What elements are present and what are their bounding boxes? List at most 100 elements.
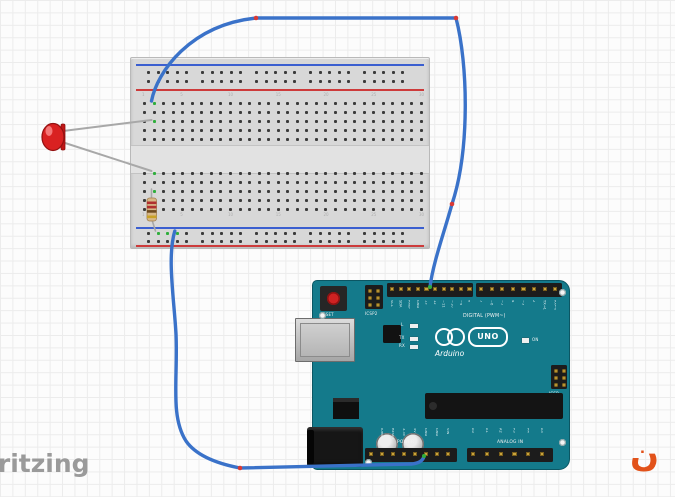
- header-pin[interactable]: [441, 287, 446, 292]
- breadboard-hole[interactable]: [210, 232, 214, 235]
- breadboard-hole[interactable]: [305, 102, 309, 105]
- breadboard-hole[interactable]: [318, 71, 322, 74]
- header-pin[interactable]: [407, 287, 412, 292]
- breadboard-hole[interactable]: [264, 240, 268, 243]
- breadboard-hole[interactable]: [391, 172, 395, 175]
- breadboard-hole[interactable]: [343, 102, 347, 105]
- breadboard-hole[interactable]: [295, 120, 299, 123]
- breadboard-hole[interactable]: [362, 120, 366, 123]
- breadboard-hole[interactable]: [162, 129, 166, 132]
- icsp-pin[interactable]: [562, 369, 566, 373]
- breadboard-hole[interactable]: [143, 172, 146, 175]
- breadboard-hole[interactable]: [248, 129, 252, 132]
- breadboard-hole[interactable]: [201, 71, 204, 74]
- breadboard-hole[interactable]: [363, 240, 366, 243]
- breadboard-hole[interactable]: [152, 181, 156, 184]
- header-pin[interactable]: [526, 452, 531, 457]
- breadboard-hole[interactable]: [162, 199, 166, 202]
- header-pin[interactable]: [380, 452, 385, 457]
- breadboard-hole[interactable]: [152, 120, 156, 123]
- breadboard-hole[interactable]: [152, 138, 156, 141]
- breadboard-hole[interactable]: [264, 71, 268, 74]
- breadboard-hole[interactable]: [314, 208, 318, 211]
- breadboard-hole[interactable]: [228, 172, 232, 175]
- breadboard-hole[interactable]: [255, 80, 258, 83]
- breadboard-hole[interactable]: [334, 138, 337, 141]
- breadboard-hole[interactable]: [347, 240, 351, 243]
- breadboard-hole[interactable]: [381, 181, 385, 184]
- breadboard-hole[interactable]: [324, 120, 328, 123]
- breadboard-hole[interactable]: [171, 102, 175, 105]
- breadboard-hole[interactable]: [391, 71, 395, 74]
- breadboard-hole[interactable]: [248, 199, 252, 202]
- breadboard-hole[interactable]: [267, 138, 271, 141]
- breadboard-hole[interactable]: [305, 190, 309, 193]
- breadboard-hole[interactable]: [185, 80, 189, 83]
- breadboard-hole[interactable]: [181, 138, 185, 141]
- breadboard-hole[interactable]: [286, 181, 290, 184]
- breadboard-hole[interactable]: [152, 111, 156, 114]
- breadboard-hole[interactable]: [295, 190, 299, 193]
- breadboard-hole[interactable]: [372, 129, 376, 132]
- breadboard-hole[interactable]: [382, 80, 386, 83]
- breadboard-hole[interactable]: [238, 111, 242, 114]
- breadboard-hole[interactable]: [353, 120, 357, 123]
- breadboard-hole[interactable]: [219, 129, 223, 132]
- breadboard-hole[interactable]: [190, 120, 194, 123]
- breadboard-hole[interactable]: [156, 71, 160, 74]
- breadboard-hole[interactable]: [305, 129, 309, 132]
- header-pin[interactable]: [498, 452, 503, 457]
- breadboard-hole[interactable]: [362, 111, 366, 114]
- breadboard-hole[interactable]: [305, 111, 309, 114]
- breadboard-hole[interactable]: [372, 80, 376, 83]
- header-pin[interactable]: [446, 452, 451, 457]
- breadboard-hole[interactable]: [286, 111, 290, 114]
- breadboard-hole[interactable]: [200, 102, 204, 105]
- breadboard-hole[interactable]: [337, 80, 341, 83]
- header-pin[interactable]: [391, 452, 396, 457]
- breadboard-hole[interactable]: [166, 80, 170, 83]
- breadboard-hole[interactable]: [347, 80, 351, 83]
- breadboard-hole[interactable]: [171, 172, 175, 175]
- breadboard-hole[interactable]: [209, 172, 213, 175]
- breadboard-hole[interactable]: [314, 129, 318, 132]
- breadboard-hole[interactable]: [162, 138, 166, 141]
- breadboard-hole[interactable]: [314, 138, 318, 141]
- breadboard-hole[interactable]: [257, 138, 261, 141]
- breadboard-hole[interactable]: [162, 102, 166, 105]
- breadboard-hole[interactable]: [343, 172, 347, 175]
- breadboard-hole[interactable]: [200, 172, 204, 175]
- breadboard-hole[interactable]: [276, 190, 280, 193]
- header-pin[interactable]: [413, 452, 418, 457]
- breadboard-hole[interactable]: [293, 71, 297, 74]
- breadboard-hole[interactable]: [410, 102, 414, 105]
- breadboard-hole[interactable]: [219, 181, 223, 184]
- breadboard-hole[interactable]: [419, 172, 423, 175]
- breadboard-hole[interactable]: [334, 111, 337, 114]
- breadboard-hole[interactable]: [162, 120, 166, 123]
- breadboard-hole[interactable]: [201, 240, 204, 243]
- breadboard-hole[interactable]: [162, 111, 166, 114]
- breadboard-hole[interactable]: [274, 232, 278, 235]
- breadboard-hole[interactable]: [286, 190, 290, 193]
- breadboard-hole[interactable]: [209, 199, 213, 202]
- breadboard-hole[interactable]: [220, 71, 224, 74]
- breadboard-hole[interactable]: [209, 120, 213, 123]
- breadboard-hole[interactable]: [324, 190, 328, 193]
- breadboard-hole[interactable]: [328, 240, 332, 243]
- breadboard-hole[interactable]: [334, 181, 337, 184]
- breadboard-hole[interactable]: [276, 181, 280, 184]
- breadboard-hole[interactable]: [419, 102, 423, 105]
- breadboard-hole[interactable]: [248, 181, 252, 184]
- breadboard-hole[interactable]: [143, 111, 146, 114]
- breadboard-hole[interactable]: [353, 190, 357, 193]
- breadboard-hole[interactable]: [248, 190, 252, 193]
- breadboard-hole[interactable]: [419, 111, 423, 114]
- icsp2-pin[interactable]: [368, 303, 372, 307]
- breadboard-hole[interactable]: [228, 120, 232, 123]
- breadboard-hole[interactable]: [185, 232, 189, 235]
- breadboard-hole[interactable]: [353, 199, 357, 202]
- breadboard-hole[interactable]: [219, 138, 223, 141]
- breadboard-hole[interactable]: [295, 181, 299, 184]
